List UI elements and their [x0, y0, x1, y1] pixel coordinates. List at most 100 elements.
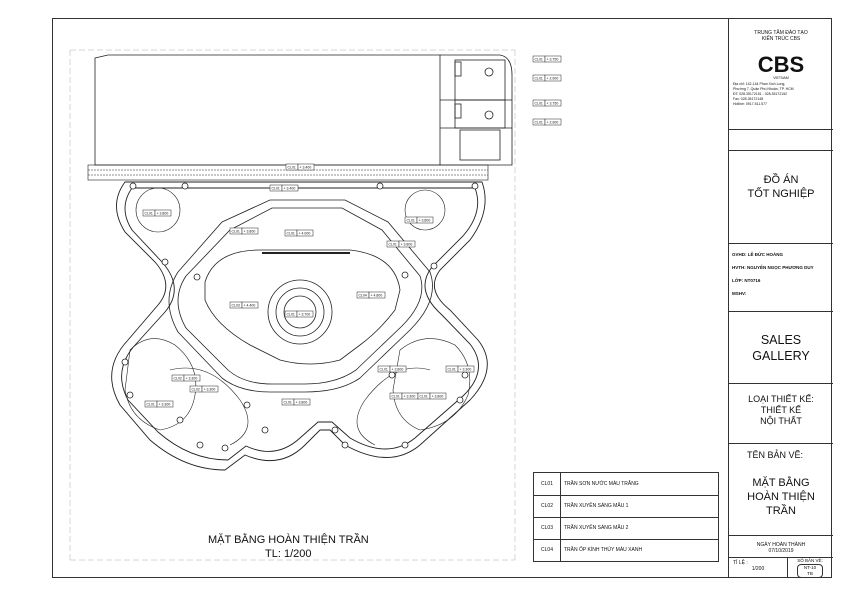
- svg-text:+ 3.800: + 3.800: [392, 368, 404, 372]
- legend-code: CL01: [534, 473, 561, 495]
- grid-lines: [69, 49, 516, 561]
- design-type-cell: LOẠI THIẾT KẾ: THIẾT KẾ NỘI THẤT: [729, 384, 833, 444]
- ceiling-level-tag: CL01+ 4.000: [284, 229, 314, 237]
- svg-text:CL02: CL02: [192, 388, 200, 392]
- svg-text:+ 4.000: + 4.000: [299, 232, 311, 236]
- svg-text:CBS: CBS: [758, 52, 804, 77]
- outer-shell: [111, 181, 488, 471]
- svg-text:CL01: CL01: [448, 368, 456, 372]
- design-type-label: LOẠI THIẾT KẾ:: [748, 394, 814, 404]
- svg-text:+ 3.750: + 3.750: [547, 58, 559, 62]
- legend-row: CL03 TRẦN XUYÊN SÁNG MẪU 2: [534, 517, 718, 540]
- ceiling-level-tag: CL01+ 3.300: [389, 392, 419, 400]
- svg-text:+ 2.900: + 2.900: [547, 121, 559, 125]
- ceiling-level-tag: CL01 + 3.800: [377, 365, 407, 373]
- project-name-2: GALLERY: [752, 349, 810, 363]
- legend-text: TRẦN XUYÊN SÁNG MẪU 2: [564, 525, 629, 531]
- svg-text:CL01: CL01: [232, 230, 240, 234]
- project-type-2: TỐT NGHIỆP: [747, 188, 815, 200]
- svg-text:CL01: CL01: [288, 166, 296, 170]
- svg-text:CL01: CL01: [535, 121, 543, 125]
- logo: CBS VIETNAM: [729, 46, 833, 82]
- sheet-no-value: NT-10: [803, 565, 817, 570]
- gvhd: GVHD: LÊ ĐỨC HOÀNG: [732, 252, 783, 257]
- legend-text: TRẦN SƠN NƯỚC MÀU TRẮNG: [564, 481, 639, 487]
- ceiling-level-tag: CL01 + 3.800: [229, 227, 259, 235]
- scale-cell: TỈ LỆ : 1/200: [729, 558, 788, 578]
- fax: Fax: 028.35172148: [733, 97, 764, 101]
- completion-date: 07/10/2019: [768, 548, 794, 554]
- ceiling-level-tag: CL01+ 3.700: [284, 310, 314, 318]
- ceiling-level-tag: CL01+ 3.300: [144, 400, 174, 408]
- drawing-name-label: TÊN BẢN VẼ:: [747, 450, 804, 460]
- svg-text:CL04: CL04: [359, 294, 367, 298]
- legend-row: CL04 TRẦN ỐP KÍNH THỦY MÀU XANH: [534, 539, 718, 561]
- completion-label: NGÀY HOÀN THÀNH: [756, 542, 806, 548]
- svg-text:VIETNAM: VIETNAM: [773, 76, 789, 80]
- title-block: TRUNG TÂM ĐÀO TẠO KIẾN TRÚC CBS CBS VIET…: [728, 18, 833, 578]
- hvth: HVTH: NGUYỄN NGỌC PHƯƠNG DUY: [732, 265, 814, 270]
- ceiling-level-tag: CL01+ 3.400: [269, 184, 299, 192]
- address-line-2: Phường 7, Quận Phú Nhuận, TP. HCM: [733, 87, 794, 91]
- svg-text:+ 3.300: + 3.300: [186, 377, 198, 381]
- ceiling-level-tag: CL01 + 3.800: [404, 216, 434, 224]
- completion-cell: NGÀY HOÀN THÀNH 07/10/2019: [729, 536, 833, 558]
- class-code: LỚP: NT0716: [732, 278, 761, 283]
- svg-text:+ 3.800: + 3.800: [244, 230, 256, 234]
- legend-row: CL02 TRẦN XUYÊN SÁNG MẪU 1: [534, 495, 718, 518]
- svg-text:+ 4.800: + 4.800: [371, 294, 383, 298]
- org-line-1: TRUNG TÂM ĐÀO TẠO: [754, 30, 808, 36]
- ceiling-level-tag: CL01 + 3.400: [285, 163, 315, 171]
- ceiling-level-tag: CL03 + 4.400: [229, 301, 259, 309]
- ceiling-level-tag: CL02+ 3.300: [171, 374, 201, 382]
- address-line-1: Địa chỉ: 142-144 Phan Xích Long,: [733, 82, 786, 86]
- svg-text:CL01: CL01: [389, 243, 397, 247]
- svg-text:+ 3.300: + 3.300: [460, 368, 472, 372]
- ceiling-level-tag: CL01+ 2.900: [532, 74, 562, 82]
- ceiling-level-tag: CL01 + 3.300: [445, 365, 475, 373]
- drawing-name-1: MẶT BẰNG: [752, 477, 810, 489]
- hotline: Hotline: 0917.511.577: [733, 102, 767, 106]
- svg-text:+ 3.800: + 3.800: [432, 395, 444, 399]
- plan-scale: TL: 1/200: [265, 548, 312, 560]
- svg-text:CL01: CL01: [380, 368, 388, 372]
- svg-text:CL01: CL01: [145, 212, 153, 216]
- people-cell: GVHD: LÊ ĐỨC HOÀNG HVTH: NGUYỄN NGỌC PHƯ…: [729, 244, 833, 312]
- svg-text:+ 3.800: + 3.800: [157, 212, 169, 216]
- upper-building-outline: [94, 54, 513, 166]
- sheet-no-badge: NT-10 TB: [797, 564, 823, 578]
- design-type-1: THIẾT KẾ: [760, 405, 802, 415]
- svg-text:CL03: CL03: [232, 304, 240, 308]
- drawing-name-3: TRẦN: [766, 505, 796, 517]
- ceiling-level-tag: CL02+ 3.300: [189, 385, 219, 393]
- ceiling-level-tag: CL01+ 3.750: [532, 55, 562, 63]
- svg-text:+ 3.400: + 3.400: [284, 187, 296, 191]
- scale-value: 1/200: [751, 566, 765, 572]
- cbs-logo-icon: CBS VIETNAM: [758, 52, 804, 80]
- company-cell: TRUNG TÂM ĐÀO TẠO KIẾN TRÚC CBS CBS VIET…: [729, 18, 833, 130]
- project-name-1: SALES: [760, 333, 802, 347]
- svg-text:CL01: CL01: [407, 219, 415, 223]
- svg-text:+ 3.800: + 3.800: [419, 219, 431, 223]
- svg-text:+ 4.400: + 4.400: [244, 304, 256, 308]
- legend-code: CL03: [534, 517, 561, 539]
- project-type-cell: ĐỒ ÁN TỐT NGHIỆP: [729, 150, 833, 244]
- svg-text:CL01: CL01: [392, 395, 400, 399]
- project-type-1: ĐỒ ÁN: [763, 174, 799, 186]
- ceiling-level-tag: CL04 + 4.800: [356, 291, 386, 299]
- sheet-no-label: SỐ BẢN VẼ:: [797, 558, 823, 563]
- student-id: MSHV:: [732, 291, 747, 296]
- structural-columns: [121, 182, 479, 452]
- ceiling-level-tag: CL01+ 3.800: [386, 240, 416, 248]
- side-features: [124, 187, 471, 446]
- ceiling-level-tag: CL01+ 3.800: [281, 398, 311, 406]
- central-hall: [168, 199, 433, 393]
- svg-text:+ 3.400: + 3.400: [300, 166, 312, 170]
- sheet-number-cell: SỐ BẢN VẼ: NT-10 TB: [787, 558, 833, 578]
- plan-title: MẶT BẰNG HOÀN THIỆN TRẦN: [208, 534, 369, 546]
- project-name-cell: SALES GALLERY: [729, 312, 833, 384]
- ceiling-level-tag: CL01+ 3.750: [532, 99, 562, 107]
- ceiling-level-tag: CL01 + 2.900: [532, 118, 562, 126]
- sheet-no-sub: TB: [807, 571, 813, 576]
